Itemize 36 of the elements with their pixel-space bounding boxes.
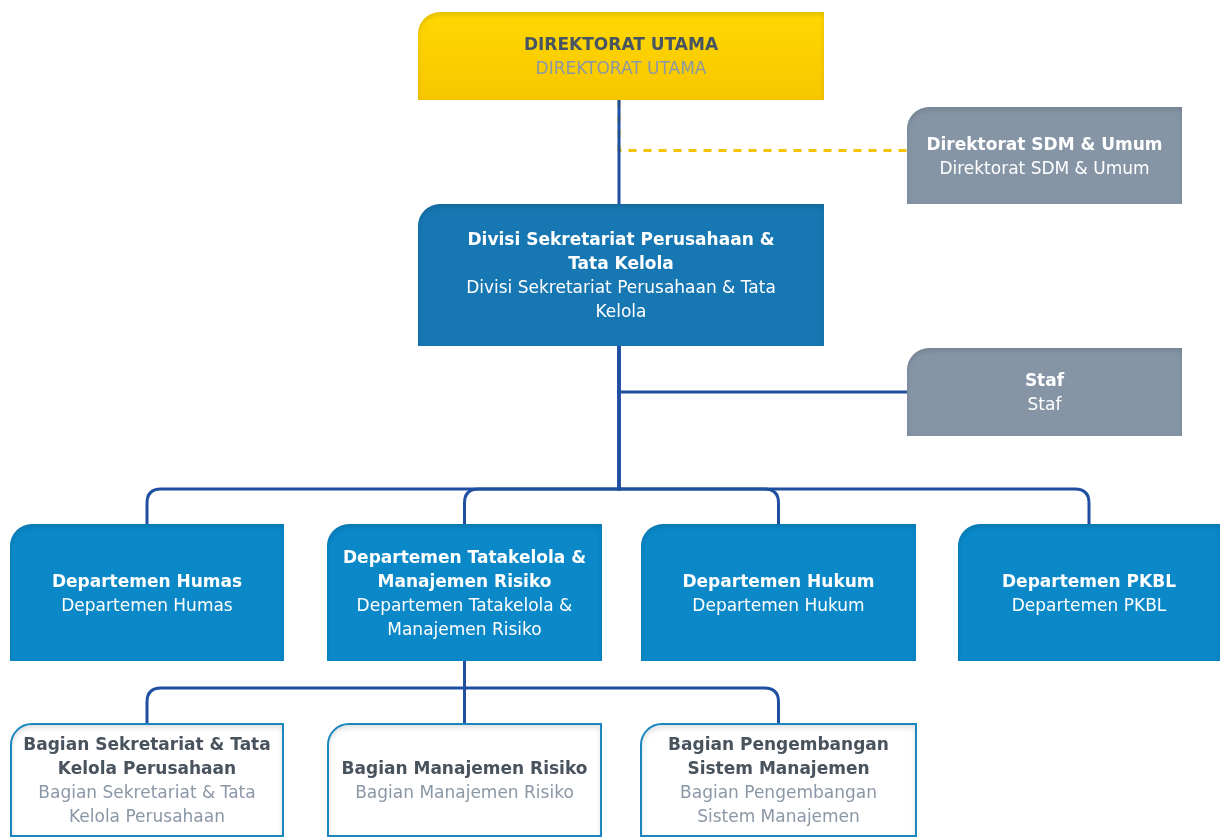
connector-line	[463, 661, 780, 723]
org-unit-box	[418, 12, 824, 100]
unit-subtitle: Departemen PKBL	[1011, 593, 1167, 617]
unit-subtitle: Departemen Humas	[61, 593, 233, 617]
unit-title: Divisi Sekretariat Perusahaan & Tata Kelola	[466, 228, 776, 275]
unit-title: Bagian Pengembangan Sistem Manajemen	[667, 733, 890, 780]
org-unit-box	[10, 524, 284, 661]
unit-title: Staf	[1024, 369, 1065, 392]
unit-subtitle: Divisi Sekretariat Perusahaan & Tata Kelola	[465, 276, 777, 323]
unit-subtitle: Staf	[1027, 393, 1062, 416]
unit-title: DIREKTORAT UTAMA	[523, 33, 719, 56]
org-unit-box	[907, 107, 1182, 204]
org-unit-box	[418, 204, 824, 346]
connector-line	[617, 100, 621, 204]
unit-subtitle: Bagian Pengembangan Sistem Manajemen	[679, 781, 878, 828]
unit-title: Departemen Hukum	[682, 569, 875, 593]
unit-title: Bagian Sekretariat & Tata Kelola Perusahaan	[22, 733, 272, 780]
unit-title: Departemen Humas	[51, 569, 243, 593]
unit-subtitle: Direktorat SDM & Umum	[939, 156, 1150, 180]
unit-subtitle: DIREKTORAT UTAMA	[535, 57, 707, 80]
unit-title: Departemen PKBL	[1002, 569, 1176, 593]
unit-subtitle: Departemen Hukum	[692, 593, 865, 617]
org-unit-box	[640, 723, 917, 837]
org-unit-box	[327, 524, 602, 661]
unit-title: Departemen Tatakelola & Manajemen Risiko	[342, 545, 587, 593]
unit-subtitle: Departemen Tatakelola & Manajemen Risiko	[355, 593, 574, 641]
org-unit-box	[907, 348, 1182, 436]
org-unit-box	[327, 723, 602, 837]
unit-subtitle: Bagian Sekretariat & Tata Kelola Perusahaan	[37, 781, 257, 828]
org-unit-box	[958, 524, 1220, 661]
org-unit-box	[10, 723, 284, 837]
org-unit-box	[641, 524, 916, 661]
unit-title: Direktorat SDM & Umum	[926, 132, 1163, 156]
unit-subtitle: Bagian Manajemen Risiko	[355, 781, 574, 804]
connector-line	[617, 346, 1091, 524]
unit-title: Bagian Manajemen Risiko	[341, 757, 588, 780]
